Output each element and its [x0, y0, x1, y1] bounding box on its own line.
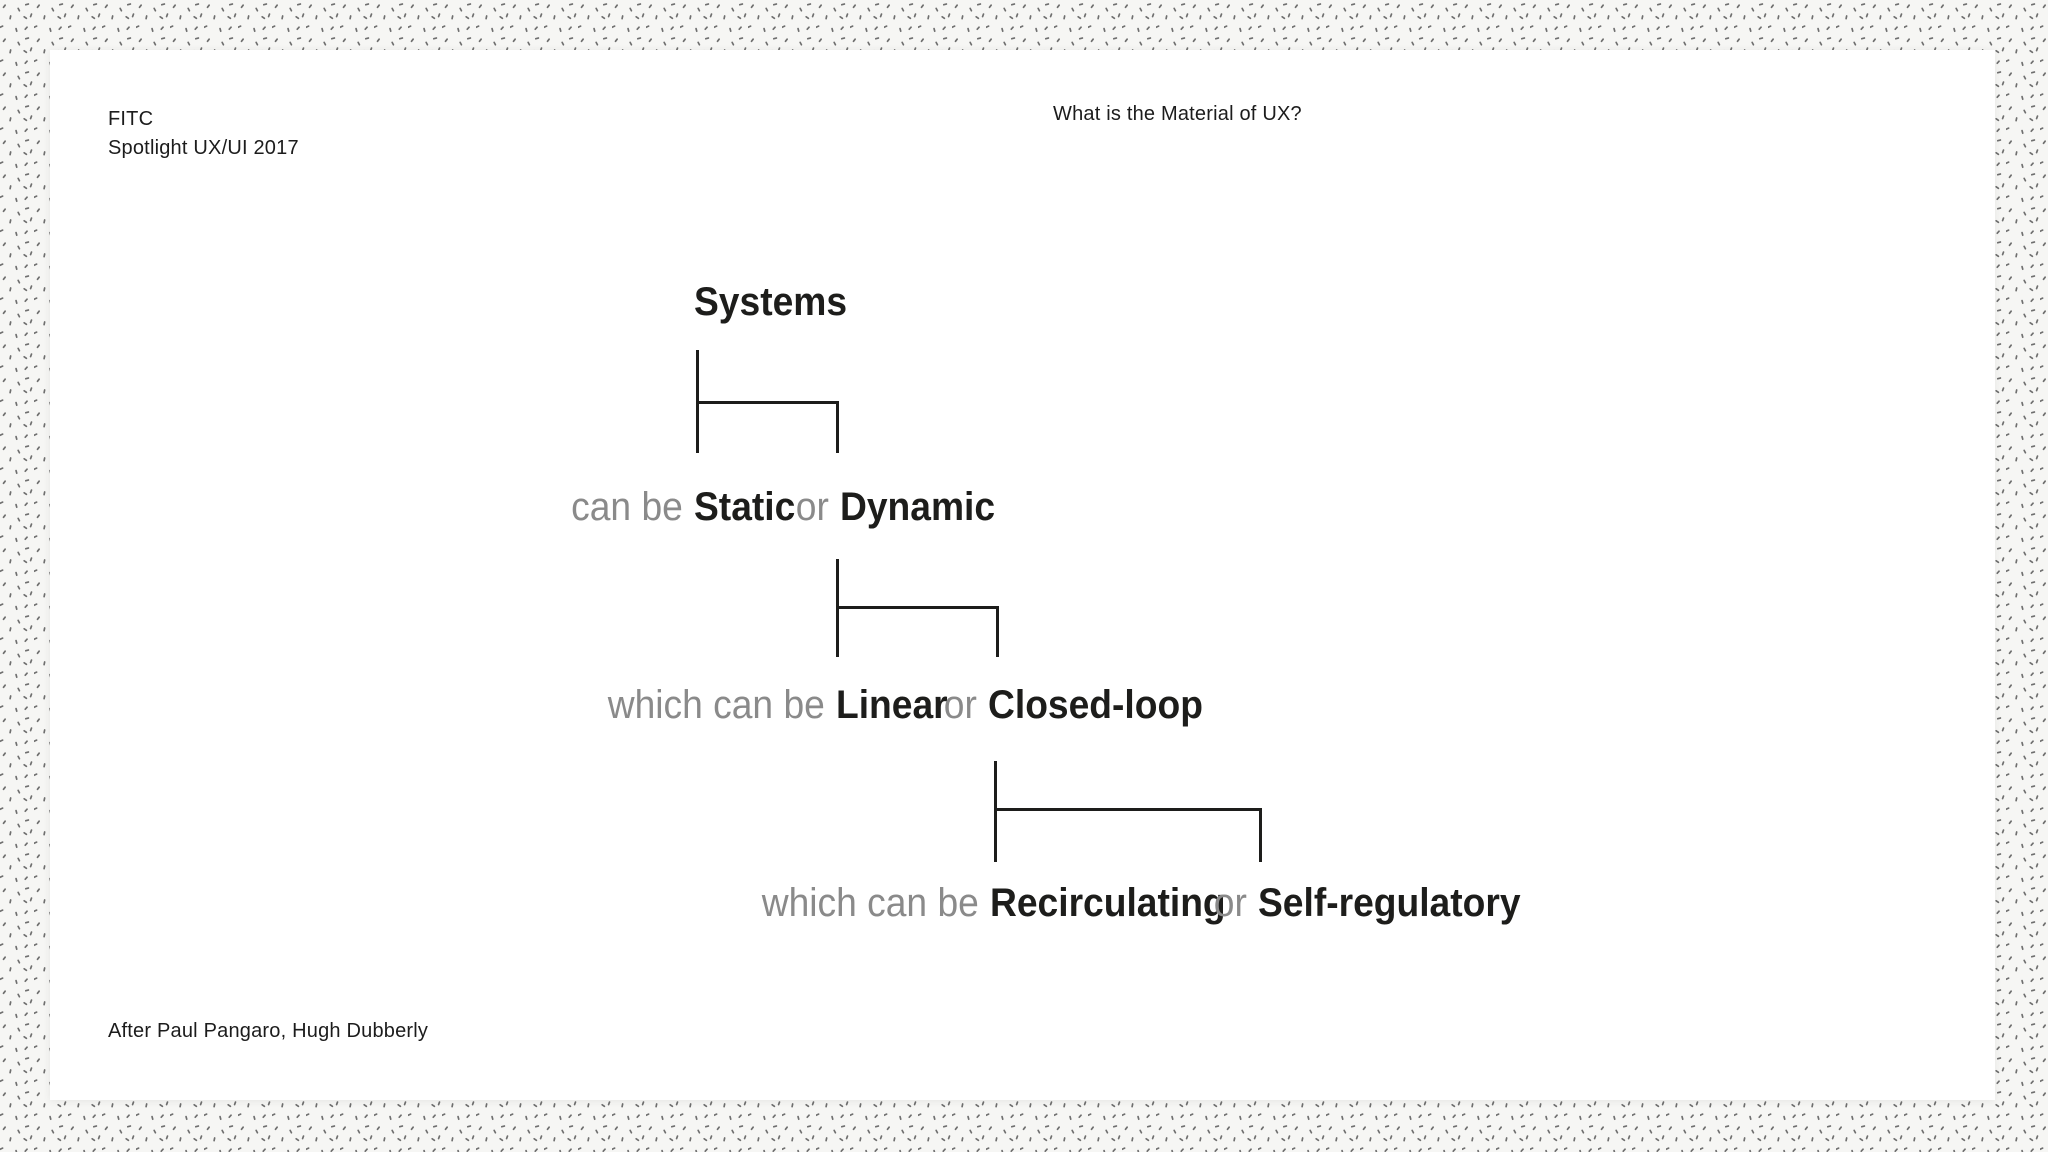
level3-prefix: which can be [761, 881, 979, 925]
presentation-title: What is the Material of UX? [1053, 103, 1302, 125]
level3-conjunction: or [1213, 881, 1247, 925]
connector3-left-vertical-line [994, 761, 997, 862]
attribution: After Paul Pangaro, Hugh Dubberly [108, 1020, 429, 1042]
level3-option1: Recirculating [990, 881, 1226, 925]
event-header: FITC Spotlight UX/UI 2017 [108, 105, 299, 163]
level1-prefix: can be [571, 485, 683, 529]
level2-option2: Closed-loop [988, 683, 1203, 727]
connector3-horizontal-line [994, 808, 1262, 811]
level3-option2: Self-regulatory [1258, 881, 1521, 925]
level2-conjunction: or [943, 683, 977, 727]
level2-prefix: which can be [607, 683, 825, 727]
level1-conjunction: or [795, 485, 829, 529]
connector2-horizontal-line [836, 606, 999, 609]
connector1-right-vertical-line [836, 401, 839, 453]
connector3-right-vertical-line [1259, 808, 1262, 862]
level1-option2: Dynamic [840, 485, 996, 529]
slide: FITC Spotlight UX/UI 2017 What is the Ma… [50, 50, 1995, 1100]
connector1-horizontal-line [696, 401, 839, 404]
event-edition: Spotlight UX/UI 2017 [108, 137, 299, 159]
level1-option1: Static [694, 485, 796, 529]
diagram-root-label: Systems [694, 280, 848, 324]
event-name: FITC [108, 108, 154, 130]
connector2-right-vertical-line [996, 606, 999, 657]
level2-option1: Linear [836, 683, 948, 727]
